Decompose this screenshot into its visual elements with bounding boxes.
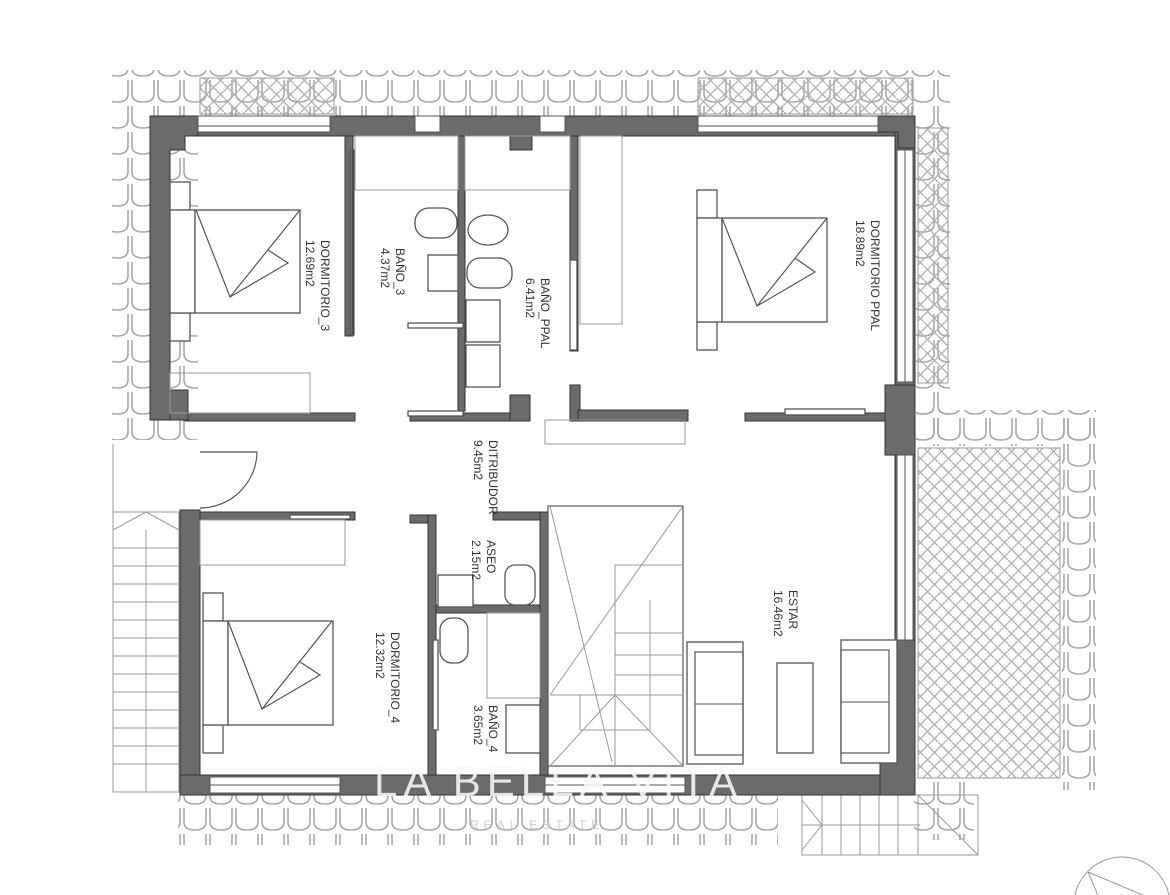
sliding-doors xyxy=(289,149,866,731)
interior-staircase xyxy=(547,505,684,767)
room-area: 6.41m2 xyxy=(523,278,537,319)
room-name: BAÑO_PPAL xyxy=(538,278,552,349)
room-label-dormitorio-3: DORMITORIO_3 12.69m2 xyxy=(303,240,332,331)
room-label-bano-3: BAÑO_3 4.37m2 xyxy=(378,248,407,295)
windows xyxy=(197,115,914,794)
bed-dormitorio-3 xyxy=(169,181,301,342)
room-name: ASEO xyxy=(484,540,498,574)
room-label-estar: ESTAR 16.46m2 xyxy=(771,590,800,637)
room-label-aseo: ASEO 2.15m2 xyxy=(469,540,498,580)
terrace-paving xyxy=(199,77,1061,779)
living-furniture xyxy=(686,639,898,765)
room-area: 9.45m2 xyxy=(471,440,485,481)
room-area: 2.15m2 xyxy=(469,540,483,581)
room-name: DORMITORIO PPAL xyxy=(868,220,882,331)
room-area: 12.32m2 xyxy=(373,632,387,679)
room-label-distribuidor: DITRIBUDOR 9.45m2 xyxy=(471,440,500,515)
room-label-bano-ppal: BAÑO_PPAL 6.41m2 xyxy=(523,278,552,348)
bathroom-fixtures xyxy=(414,207,541,754)
room-area: 3.65m2 xyxy=(471,705,485,746)
room-name: ESTAR xyxy=(786,590,800,630)
room-name: DORMITORIO_4 xyxy=(388,632,402,724)
room-area: 4.37m2 xyxy=(378,248,392,289)
room-name: BAÑO_4 xyxy=(486,705,500,753)
room-name: DITRIBUDOR xyxy=(486,440,500,515)
entrance-door xyxy=(199,451,258,509)
room-area: 16.46m2 xyxy=(771,590,785,637)
exterior-stairs-left xyxy=(112,444,180,793)
room-label-dormitorio-ppal: DORMITORIO PPAL 18.89m2 xyxy=(853,220,882,331)
room-area: 12.69m2 xyxy=(303,240,317,287)
room-area: 18.89m2 xyxy=(853,220,867,267)
bed-dormitorio-4 xyxy=(202,592,334,754)
watermark-logo: LA BELLA VITA xyxy=(374,758,744,805)
room-label-bano-4: BAÑO_4 3.65m2 xyxy=(471,705,500,752)
watermark-subtitle: REAL ESTATE xyxy=(470,818,605,832)
bed-dormitorio-ppal xyxy=(696,189,828,351)
north-arrow-icon xyxy=(1074,856,1170,895)
wardrobes xyxy=(169,135,686,699)
room-name: DORMITORIO_3 xyxy=(318,240,332,332)
room-label-dormitorio-4: DORMITORIO_4 12.32m2 xyxy=(373,632,402,723)
room-name: BAÑO_3 xyxy=(393,248,407,296)
